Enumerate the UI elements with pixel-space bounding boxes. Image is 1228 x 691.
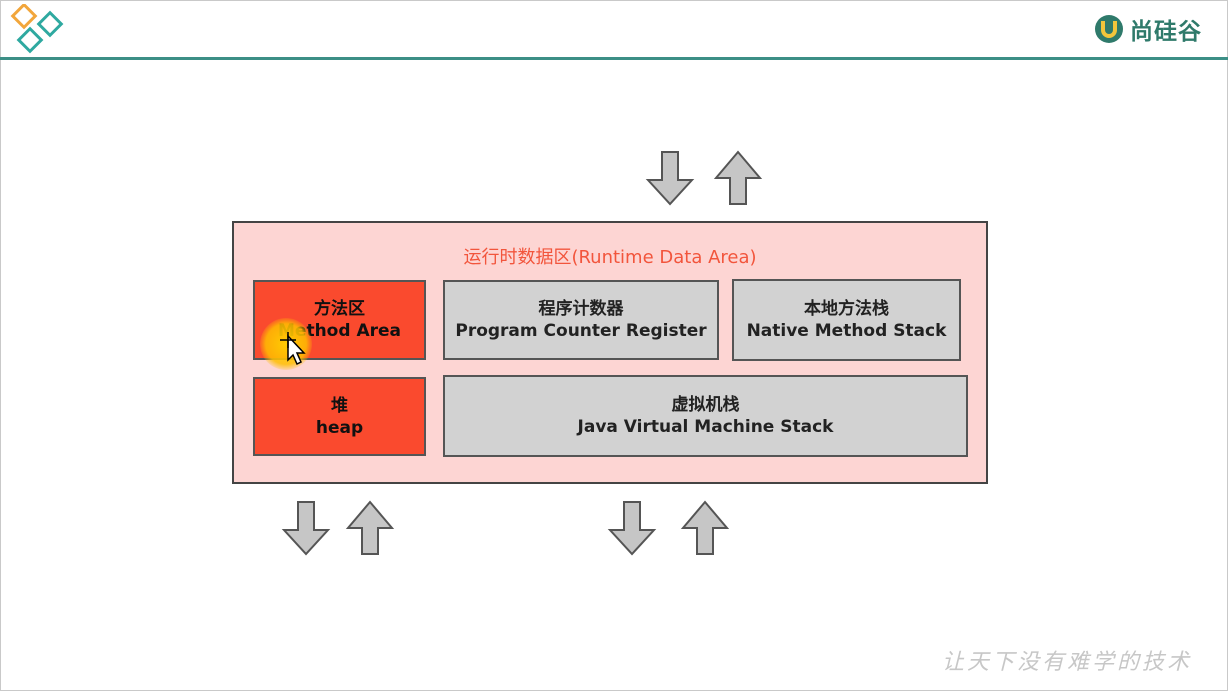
native-stack-en: Native Method Stack — [746, 321, 947, 341]
slogan-watermark: 让天下没有难学的技术 — [941, 650, 1192, 675]
method-area-zh: 方法区 — [314, 299, 365, 319]
native-stack-box: 本地方法栈 Native Method Stack — [732, 279, 961, 361]
native-stack-zh: 本地方法栈 — [804, 299, 889, 319]
bottom-left-arrows — [281, 500, 395, 556]
pc-register-en: Program Counter Register — [455, 321, 707, 341]
heap-box: 堆 heap — [253, 377, 426, 456]
header-divider — [0, 57, 1228, 60]
top-arrows — [645, 150, 763, 206]
cursor-highlight — [260, 318, 312, 370]
diamond-logo-icon — [10, 4, 64, 54]
mouse-pointer-icon — [280, 332, 306, 366]
jvm-stack-box: 虚拟机栈 Java Virtual Machine Stack — [443, 375, 968, 457]
jvm-stack-en: Java Virtual Machine Stack — [577, 417, 834, 437]
arrow-up-icon — [713, 150, 763, 205]
heap-zh: 堆 — [331, 395, 348, 416]
arrow-down-icon — [607, 501, 657, 556]
arrow-down-icon — [645, 151, 695, 206]
runtime-area-title: 运行时数据区(Runtime Data Area) — [463, 247, 757, 268]
bottom-center-arrows — [607, 500, 730, 556]
brand-name: 尚硅谷 — [1130, 19, 1202, 45]
jvm-stack-zh: 虚拟机栈 — [671, 395, 740, 415]
arrow-down-icon — [281, 501, 331, 556]
arrow-up-icon — [680, 500, 730, 555]
method-area-box: 方法区 Method Area — [253, 280, 426, 360]
pc-register-box: 程序计数器 Program Counter Register — [443, 280, 719, 360]
brand-logo: 尚硅谷 — [1094, 12, 1202, 46]
brand-u-icon — [1095, 15, 1123, 43]
arrow-up-icon — [345, 500, 395, 555]
pc-register-zh: 程序计数器 — [538, 299, 624, 319]
heap-en: heap — [315, 417, 364, 438]
